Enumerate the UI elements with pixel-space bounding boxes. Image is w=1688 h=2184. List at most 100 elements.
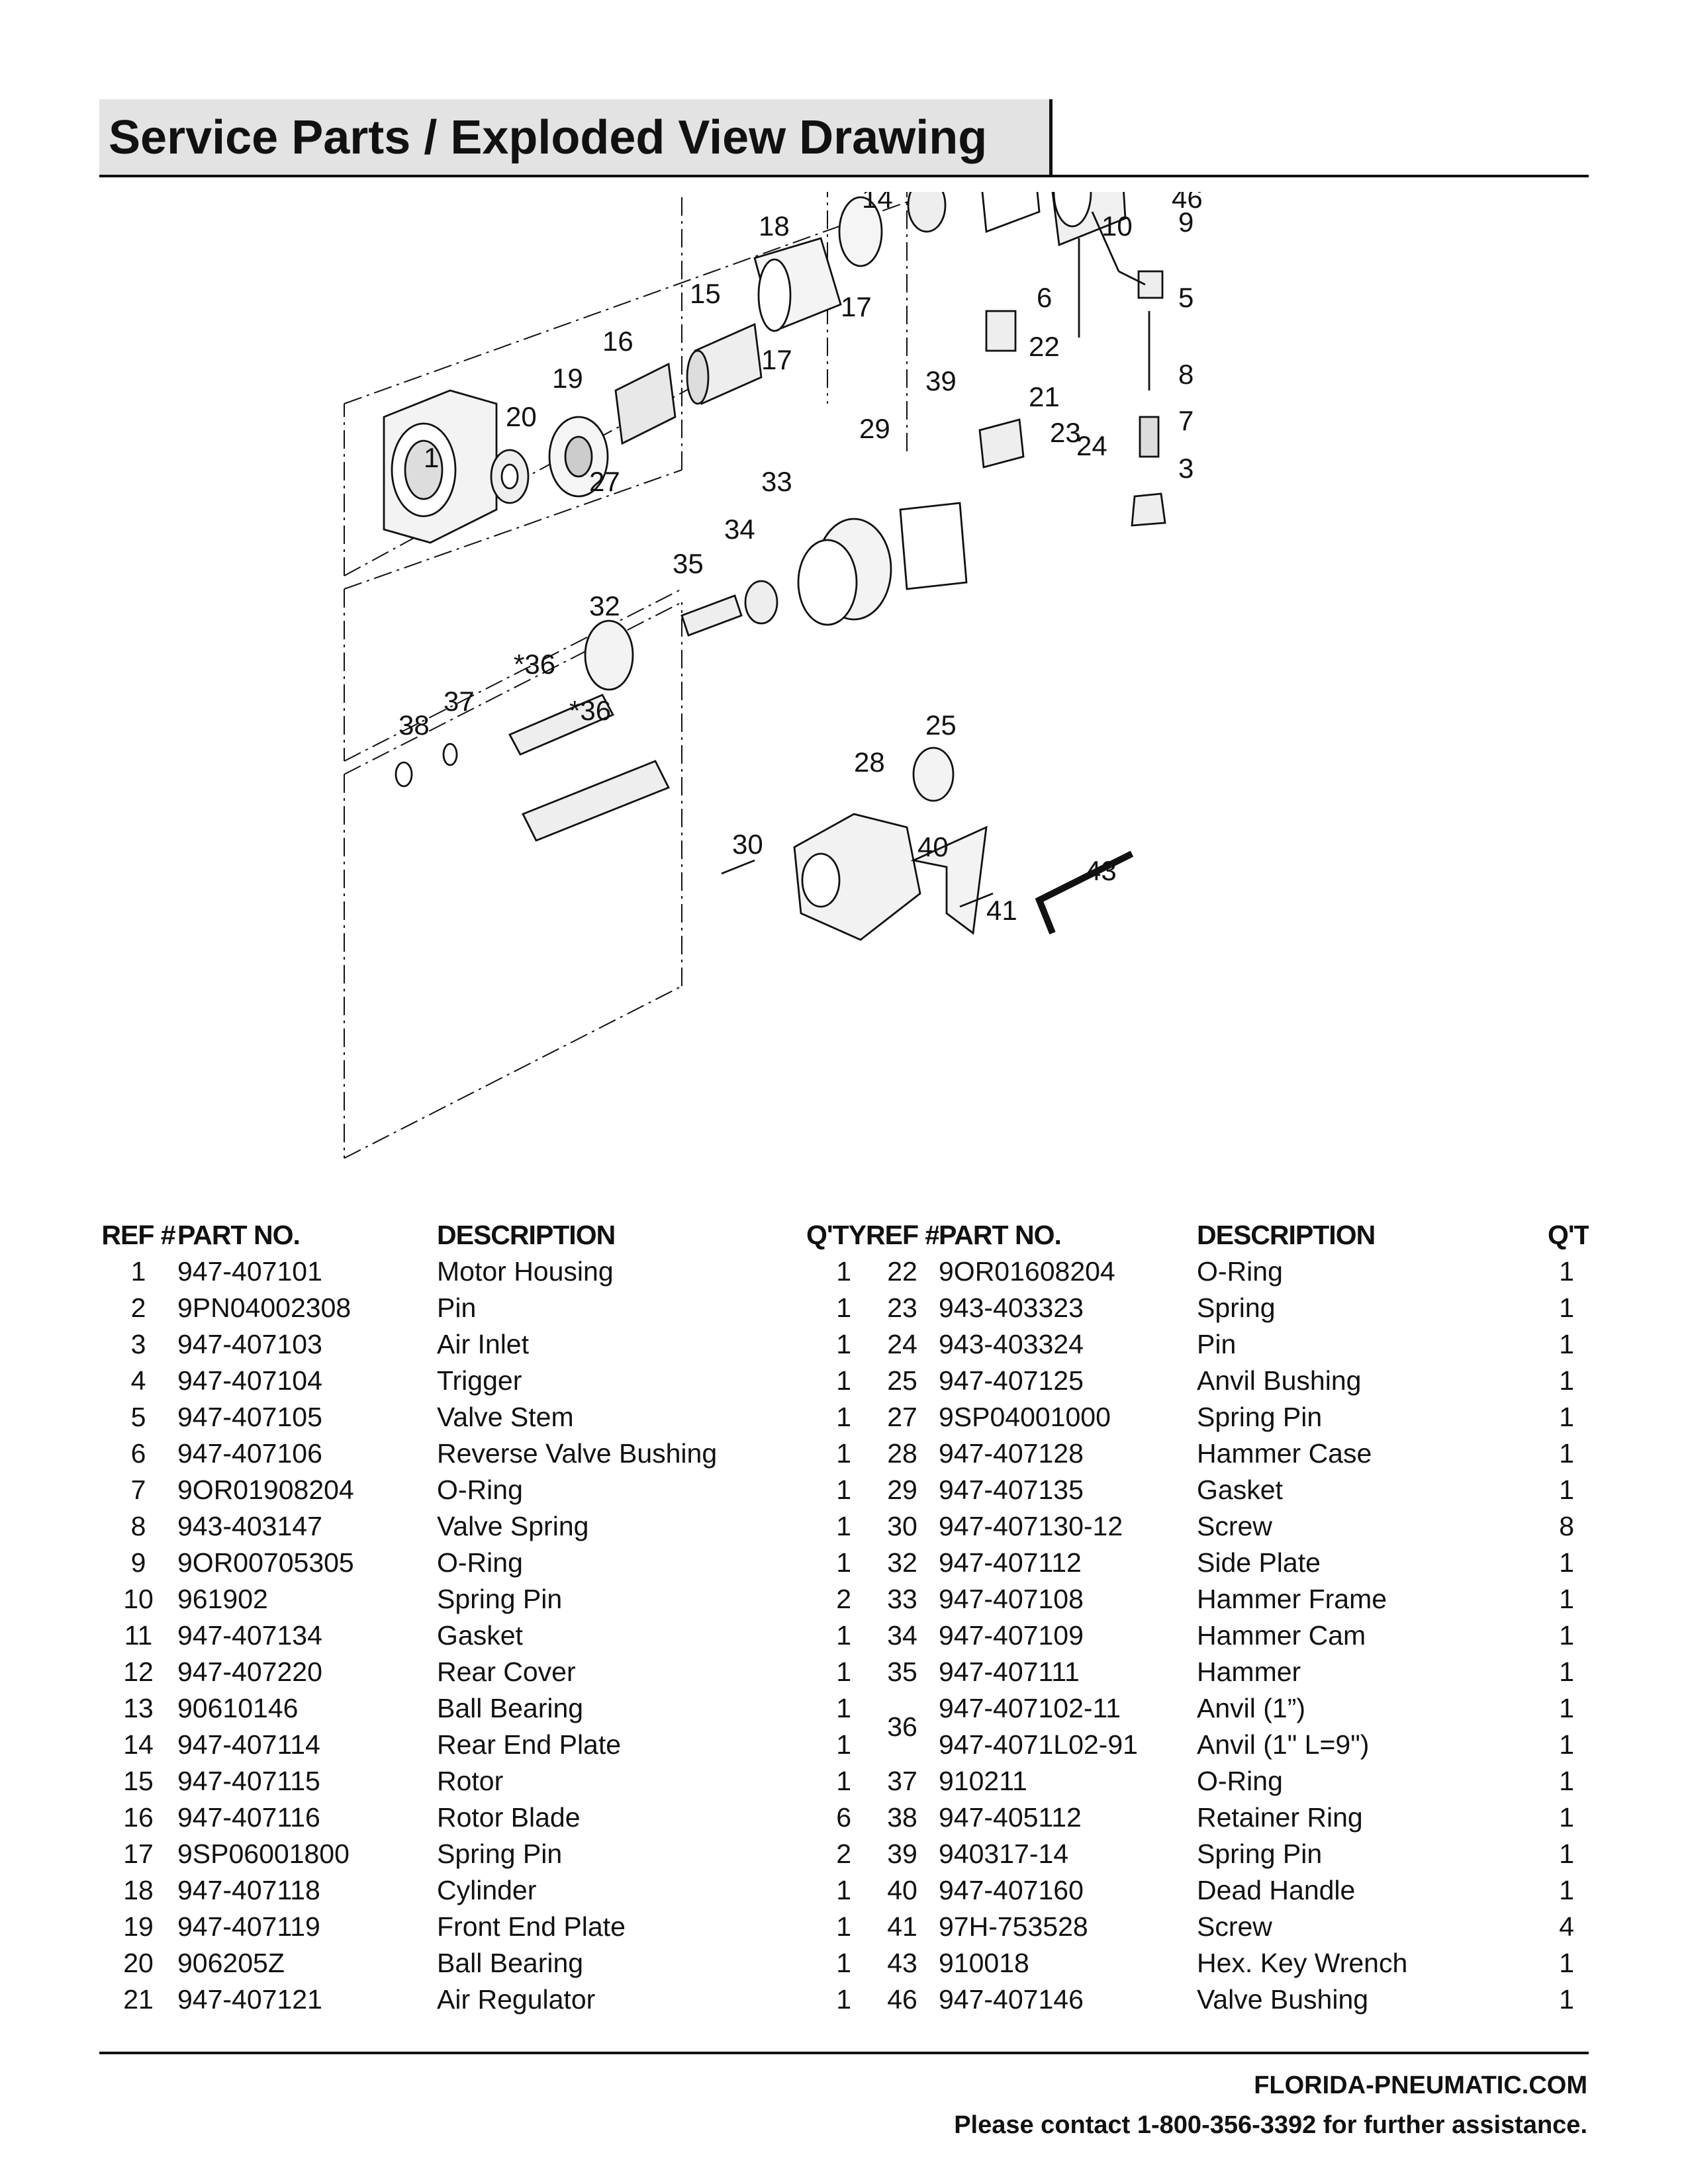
header-part-no: PART NO.	[177, 1219, 301, 1250]
qty-cell-2: 1	[1559, 1984, 1574, 2015]
qty-cell-2: 1	[1559, 1402, 1574, 1432]
part-cell: 947-407114	[177, 1729, 320, 1760]
desc-cell-2: Gasket	[1197, 1475, 1283, 1505]
part-cell-2: 947-407128	[939, 1438, 1084, 1469]
desc-cell: O-Ring	[437, 1547, 523, 1578]
callout-label: 17	[841, 291, 872, 322]
part-cell: 947-407119	[177, 1911, 320, 1942]
part-cell: 947-407104	[177, 1365, 322, 1396]
qty-cell-2: 8	[1559, 1511, 1574, 1541]
ref-cell: 16	[123, 1802, 154, 1833]
desc-cell: Rear Cover	[437, 1657, 576, 1687]
desc-cell-2: Screw	[1197, 1911, 1272, 1942]
callout-label: 7	[1178, 405, 1194, 436]
desc-cell-2: Valve Bushing	[1197, 1984, 1369, 2015]
callout-label: 17	[761, 344, 792, 375]
callout-label: 8	[1178, 359, 1194, 390]
part-cell: 943-403147	[177, 1511, 322, 1541]
callout-label: 37	[444, 686, 475, 717]
callout-label: *36	[514, 649, 555, 680]
qty-cell-2: 1	[1559, 1948, 1574, 1978]
part-cell-2: 9OR01608204	[939, 1256, 1115, 1287]
parts-list-table: REF # PART NO. DESCRIPTION Q'TY REF # PA…	[99, 1216, 1589, 2018]
qty-cell: 2	[836, 1839, 851, 1869]
ref-cell-2: 24	[887, 1329, 917, 1359]
callout-label: 18	[759, 210, 790, 242]
callout-label: 38	[399, 709, 430, 741]
callout-label: 16	[602, 326, 633, 357]
desc-cell: Air Regulator	[437, 1984, 596, 2015]
alignment-lines	[344, 192, 937, 1159]
part-cell-2: 947-407130-12	[939, 1511, 1123, 1541]
part-cell: 90610146	[177, 1693, 299, 1723]
desc-cell-2: Spring Pin	[1197, 1839, 1323, 1869]
ref-cell: 4	[130, 1365, 146, 1396]
desc-cell-2: Anvil (1" L=9")	[1197, 1729, 1370, 1760]
desc-cell: Rotor	[437, 1766, 504, 1796]
part-cell: 947-407134	[177, 1620, 322, 1651]
ref-cell: 21	[123, 1984, 154, 2015]
desc-cell-2: Screw	[1197, 1511, 1272, 1541]
callout-label: 9	[1178, 206, 1194, 238]
desc-cell-2: O-Ring	[1197, 1766, 1283, 1796]
ref-cell: 13	[123, 1693, 154, 1723]
part-cell-2: 940317-14	[939, 1839, 1069, 1869]
desc-cell: Air Inlet	[437, 1329, 529, 1359]
part-cell: 9PN04002308	[177, 1293, 352, 1323]
desc-cell: Gasket	[437, 1620, 523, 1651]
ref-cell: 5	[130, 1402, 146, 1432]
header-description-2: DESCRIPTION	[1197, 1219, 1376, 1250]
ref-cell: 15	[123, 1766, 154, 1796]
part-cell-2: 947-407109	[939, 1620, 1084, 1651]
ref-cell-2: 35	[887, 1657, 917, 1687]
callout-label: 27	[589, 466, 620, 497]
title-divider	[99, 175, 1589, 177]
desc-cell-2: Spring	[1197, 1293, 1276, 1323]
qty-cell-2: 1	[1559, 1365, 1574, 1396]
ref-cell-2: 33	[887, 1584, 917, 1614]
desc-cell: Ball Bearing	[437, 1693, 584, 1723]
table-header-row: REF # PART NO. DESCRIPTION Q'TY REF # PA…	[99, 1216, 1589, 1253]
qty-cell: 1	[836, 1657, 851, 1687]
part-cell: 947-407101	[177, 1256, 322, 1287]
callout-label: 6	[1037, 282, 1052, 313]
qty-cell: 2	[836, 1584, 851, 1614]
ref-cell-2: 29	[887, 1475, 917, 1505]
ref-cell-2: 34	[887, 1620, 917, 1651]
qty-cell: 1	[836, 1402, 851, 1432]
qty-cell: 1	[836, 1693, 851, 1723]
ref-cell: 2	[130, 1293, 146, 1323]
callout-label: 23	[1050, 417, 1081, 448]
ref-cell-2: 23	[887, 1293, 917, 1323]
header-description: DESCRIPTION	[437, 1219, 616, 1250]
desc-cell-2: Hex. Key Wrench	[1197, 1948, 1408, 1978]
ref-cell-2: 38	[887, 1802, 917, 1833]
footer-contact: Please contact 1-800-356-3392 for furthe…	[954, 2111, 1587, 2139]
part-cell-2: 947-407146	[939, 1984, 1084, 2015]
desc-cell-2: Pin	[1197, 1329, 1237, 1359]
header-qty-2: Q'TY	[1548, 1219, 1589, 1250]
motor-housing-part	[383, 389, 498, 544]
footer-website: FLORIDA-PNEUMATIC.COM	[1254, 2071, 1587, 2099]
part-cell: 9SP06001800	[177, 1839, 350, 1869]
part-cell: 9OR00705305	[177, 1547, 354, 1578]
callout-label: 34	[724, 514, 755, 545]
desc-cell-2: Anvil (1”)	[1197, 1693, 1306, 1723]
callout-label: 32	[589, 590, 620, 621]
callout-label: 29	[859, 413, 890, 444]
part-cell-2: 910211	[939, 1766, 1027, 1796]
ref-cell: 19	[123, 1911, 154, 1942]
ref-cell-2: 46	[887, 1984, 917, 2015]
part-cell: 906205Z	[177, 1948, 285, 1978]
part-cell-2: 947-405112	[939, 1802, 1082, 1833]
